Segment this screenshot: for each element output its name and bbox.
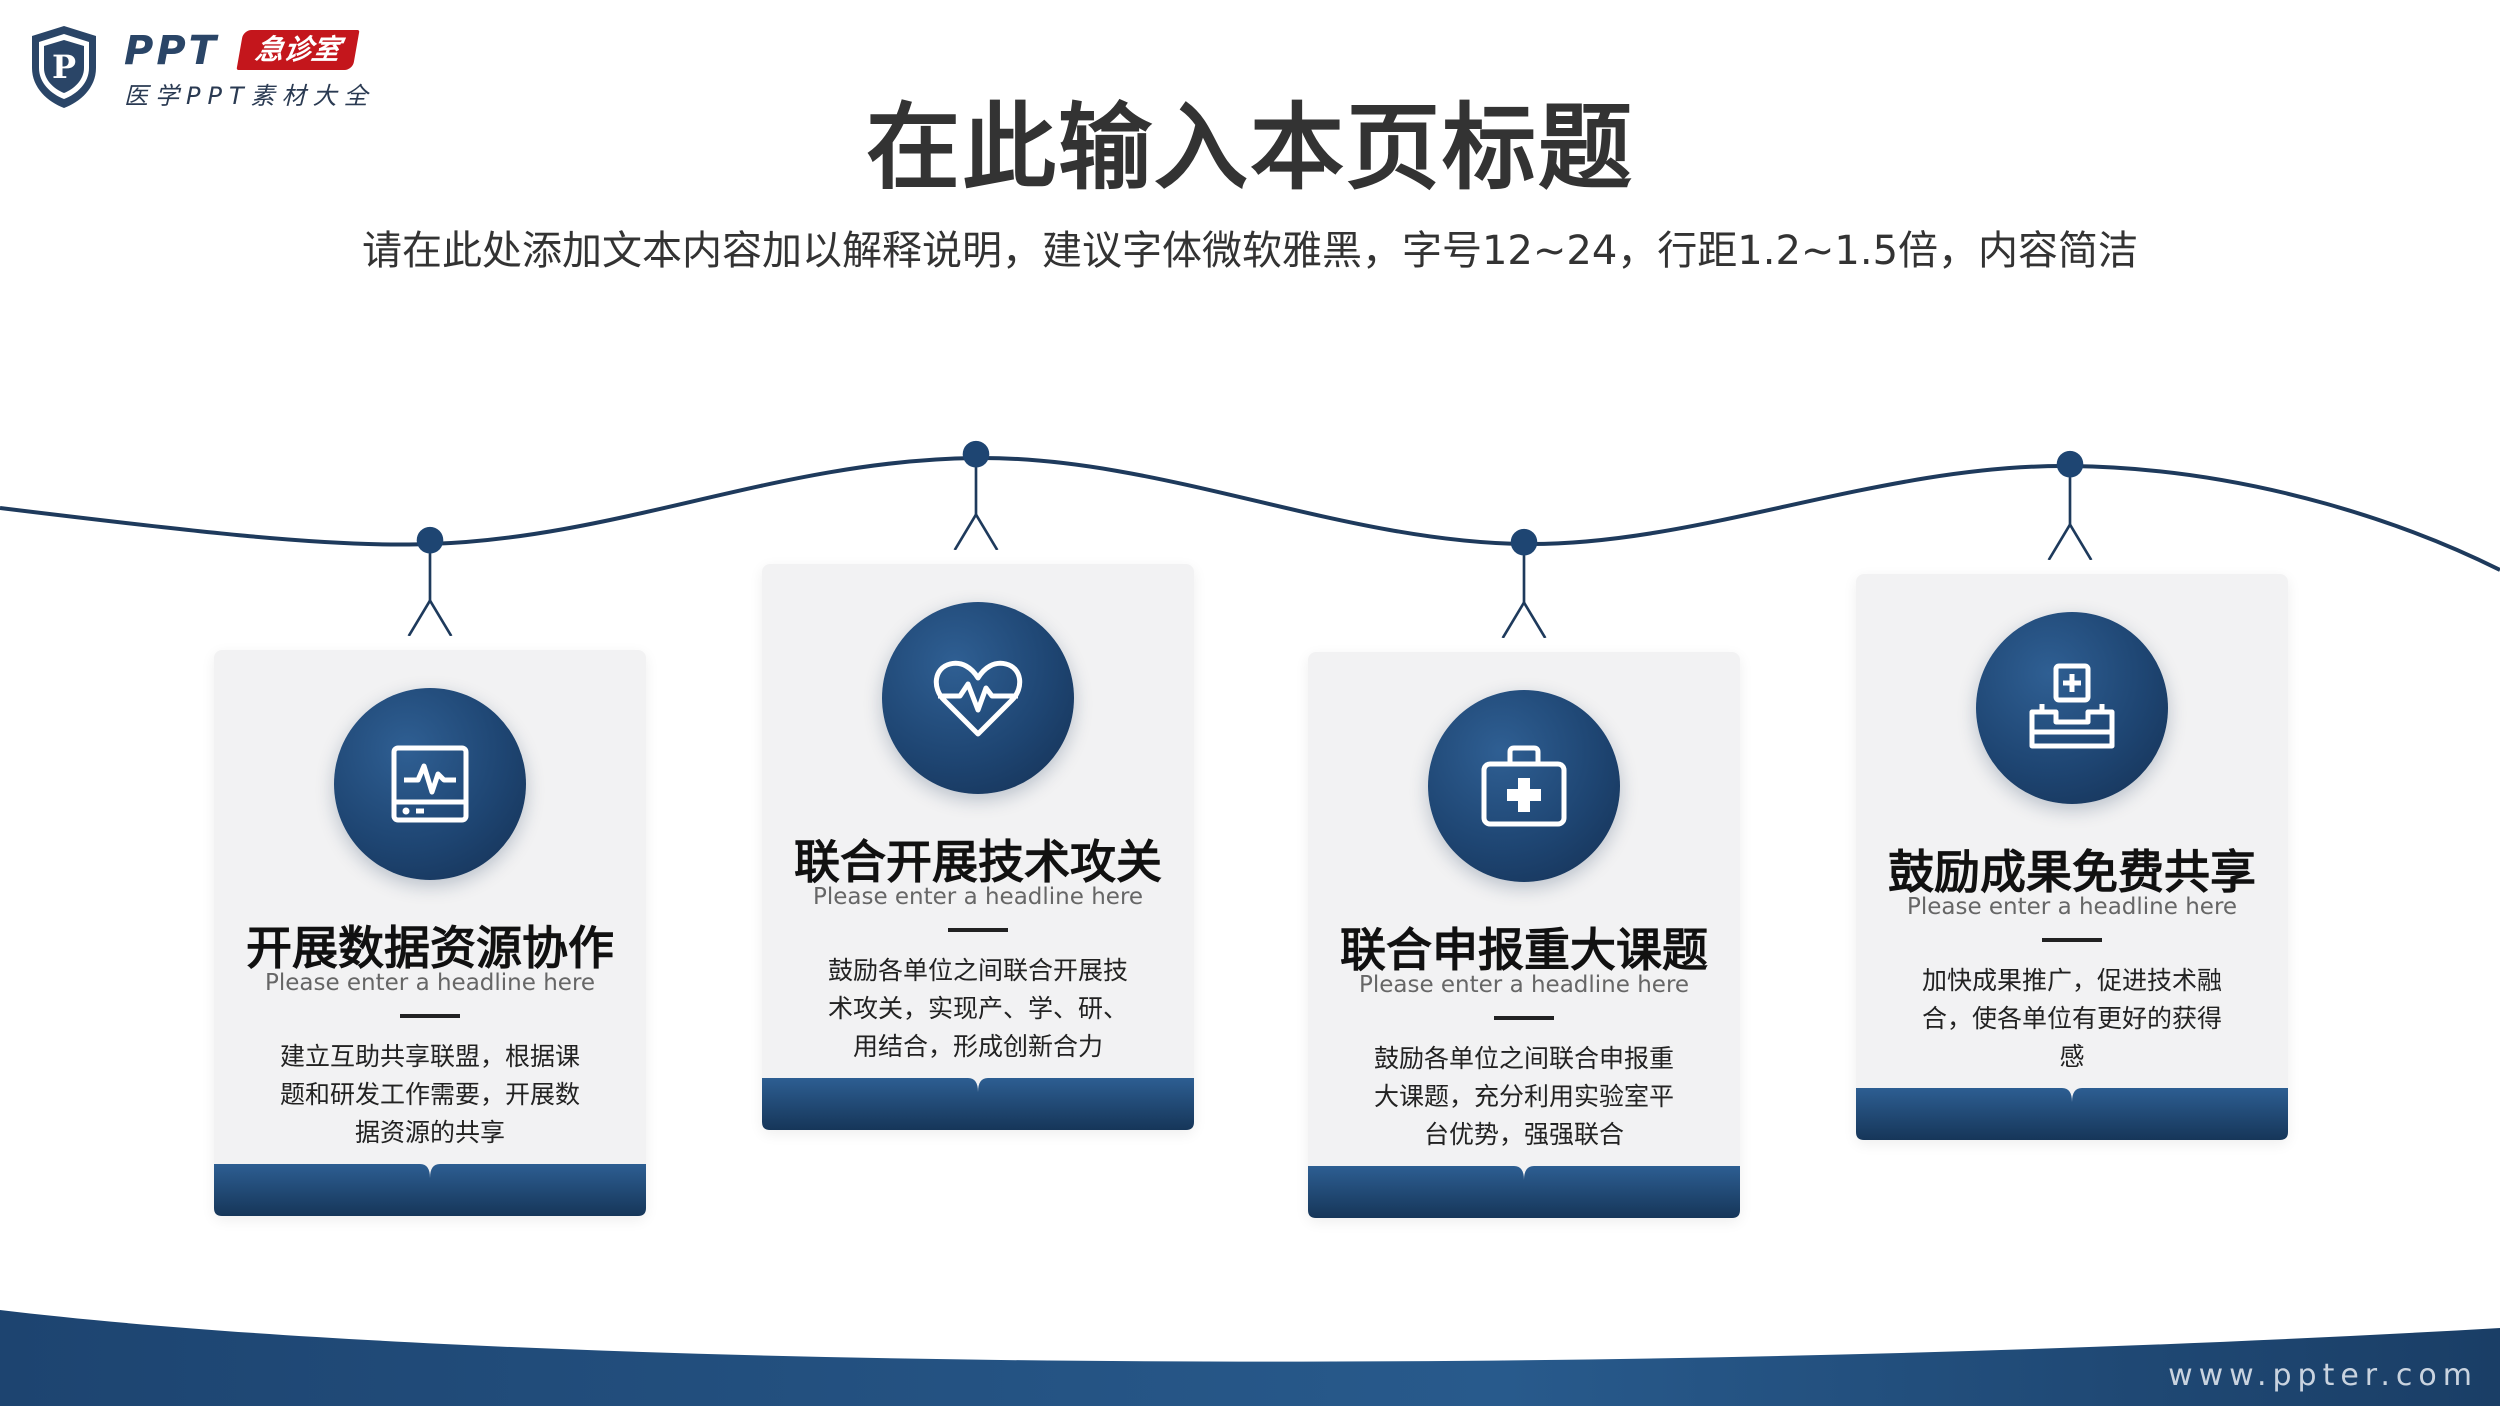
card-bottom-band [1856,1088,2288,1140]
card-icon-circle [1976,612,2168,804]
logo-badge: 急诊室 [236,30,360,70]
card-title: 鼓励成果免费共享 [1888,845,2256,899]
hanger-1 [407,526,453,636]
logo-tagline: 医学PPT素材大全 [124,82,375,110]
card-body: 鼓励各单位之间联合申报重大课题，充分利用实验室平台优势，强强联合 [1373,1044,1674,1149]
shield-logo-icon: P [32,26,96,108]
card-divider [400,1014,460,1018]
card-icon-circle [1428,690,1620,882]
card-divider [948,928,1008,932]
page-subtitle: 请在此处添加文本内容加以解释说明，建议字体微软雅黑，字号12~24，行距1.2~… [361,228,2139,274]
medical-tray-icon [2029,663,2115,749]
card-body: 鼓励各单位之间联合开展技术攻关，实现产、学、研、用结合，形成创新合力 [827,956,1128,1061]
hanger-2 [953,440,999,550]
card-bottom-band [762,1078,1194,1130]
card-data-collaboration: 开展数据资源协作 Please enter a headline here 建立… [214,650,646,1216]
card-divider [2042,938,2102,942]
logo-brand-text: PPT [124,28,219,74]
card-bottom-band [214,1164,646,1216]
card-body: 加快成果推广，促进技术融合，使各单位有更好的获得感 [1921,966,2222,1071]
card-divider [1494,1016,1554,1020]
hanger-3 [1501,528,1547,638]
bottom-wave-band [0,1310,2500,1406]
hanger-4 [2047,450,2093,560]
pin-1 [416,526,444,554]
card-joint-application: 联合申报重大课题 Please enter a headline here 鼓励… [1308,652,1740,1218]
footer-url: www.ppter.com [2168,1358,2478,1393]
medical-kit-icon [1481,745,1567,827]
card-title: 联合开展技术攻关 [794,835,1162,889]
page-title: 在此输入本页标题 [865,94,1634,203]
card-title: 开展数据资源协作 [246,921,614,975]
card-subtitle: Please enter a headline here [812,884,1144,910]
card-subtitle: Please enter a headline here [1358,972,1690,998]
wire-line [0,455,2500,572]
card-free-sharing: 鼓励成果免费共享 Please enter a headline here 加快… [1856,574,2288,1140]
card-bottom-band [1308,1166,1740,1218]
card-icon-circle [334,688,526,880]
svg-text:P: P [52,48,76,86]
pin-4 [2056,450,2084,478]
pin-3 [1510,528,1538,556]
card-subtitle: Please enter a headline here [264,970,596,996]
pin-2 [962,440,990,468]
card-icon-circle [882,602,1074,794]
card-tech-research: 联合开展技术攻关 Please enter a headline here 鼓励… [762,564,1194,1130]
hanging-wire [0,455,2500,572]
card-title: 联合申报重大课题 [1340,923,1708,977]
card-body: 建立互助共享联盟，根据课题和研发工作需要，开展数据资源的共享 [279,1042,580,1147]
heart-pulse-icon [933,660,1023,737]
card-subtitle: Please enter a headline here [1906,894,2238,920]
monitor-waveform-icon [391,745,469,823]
brand-logo: P PPT 急诊室 医学PPT素材大全 [28,24,408,114]
